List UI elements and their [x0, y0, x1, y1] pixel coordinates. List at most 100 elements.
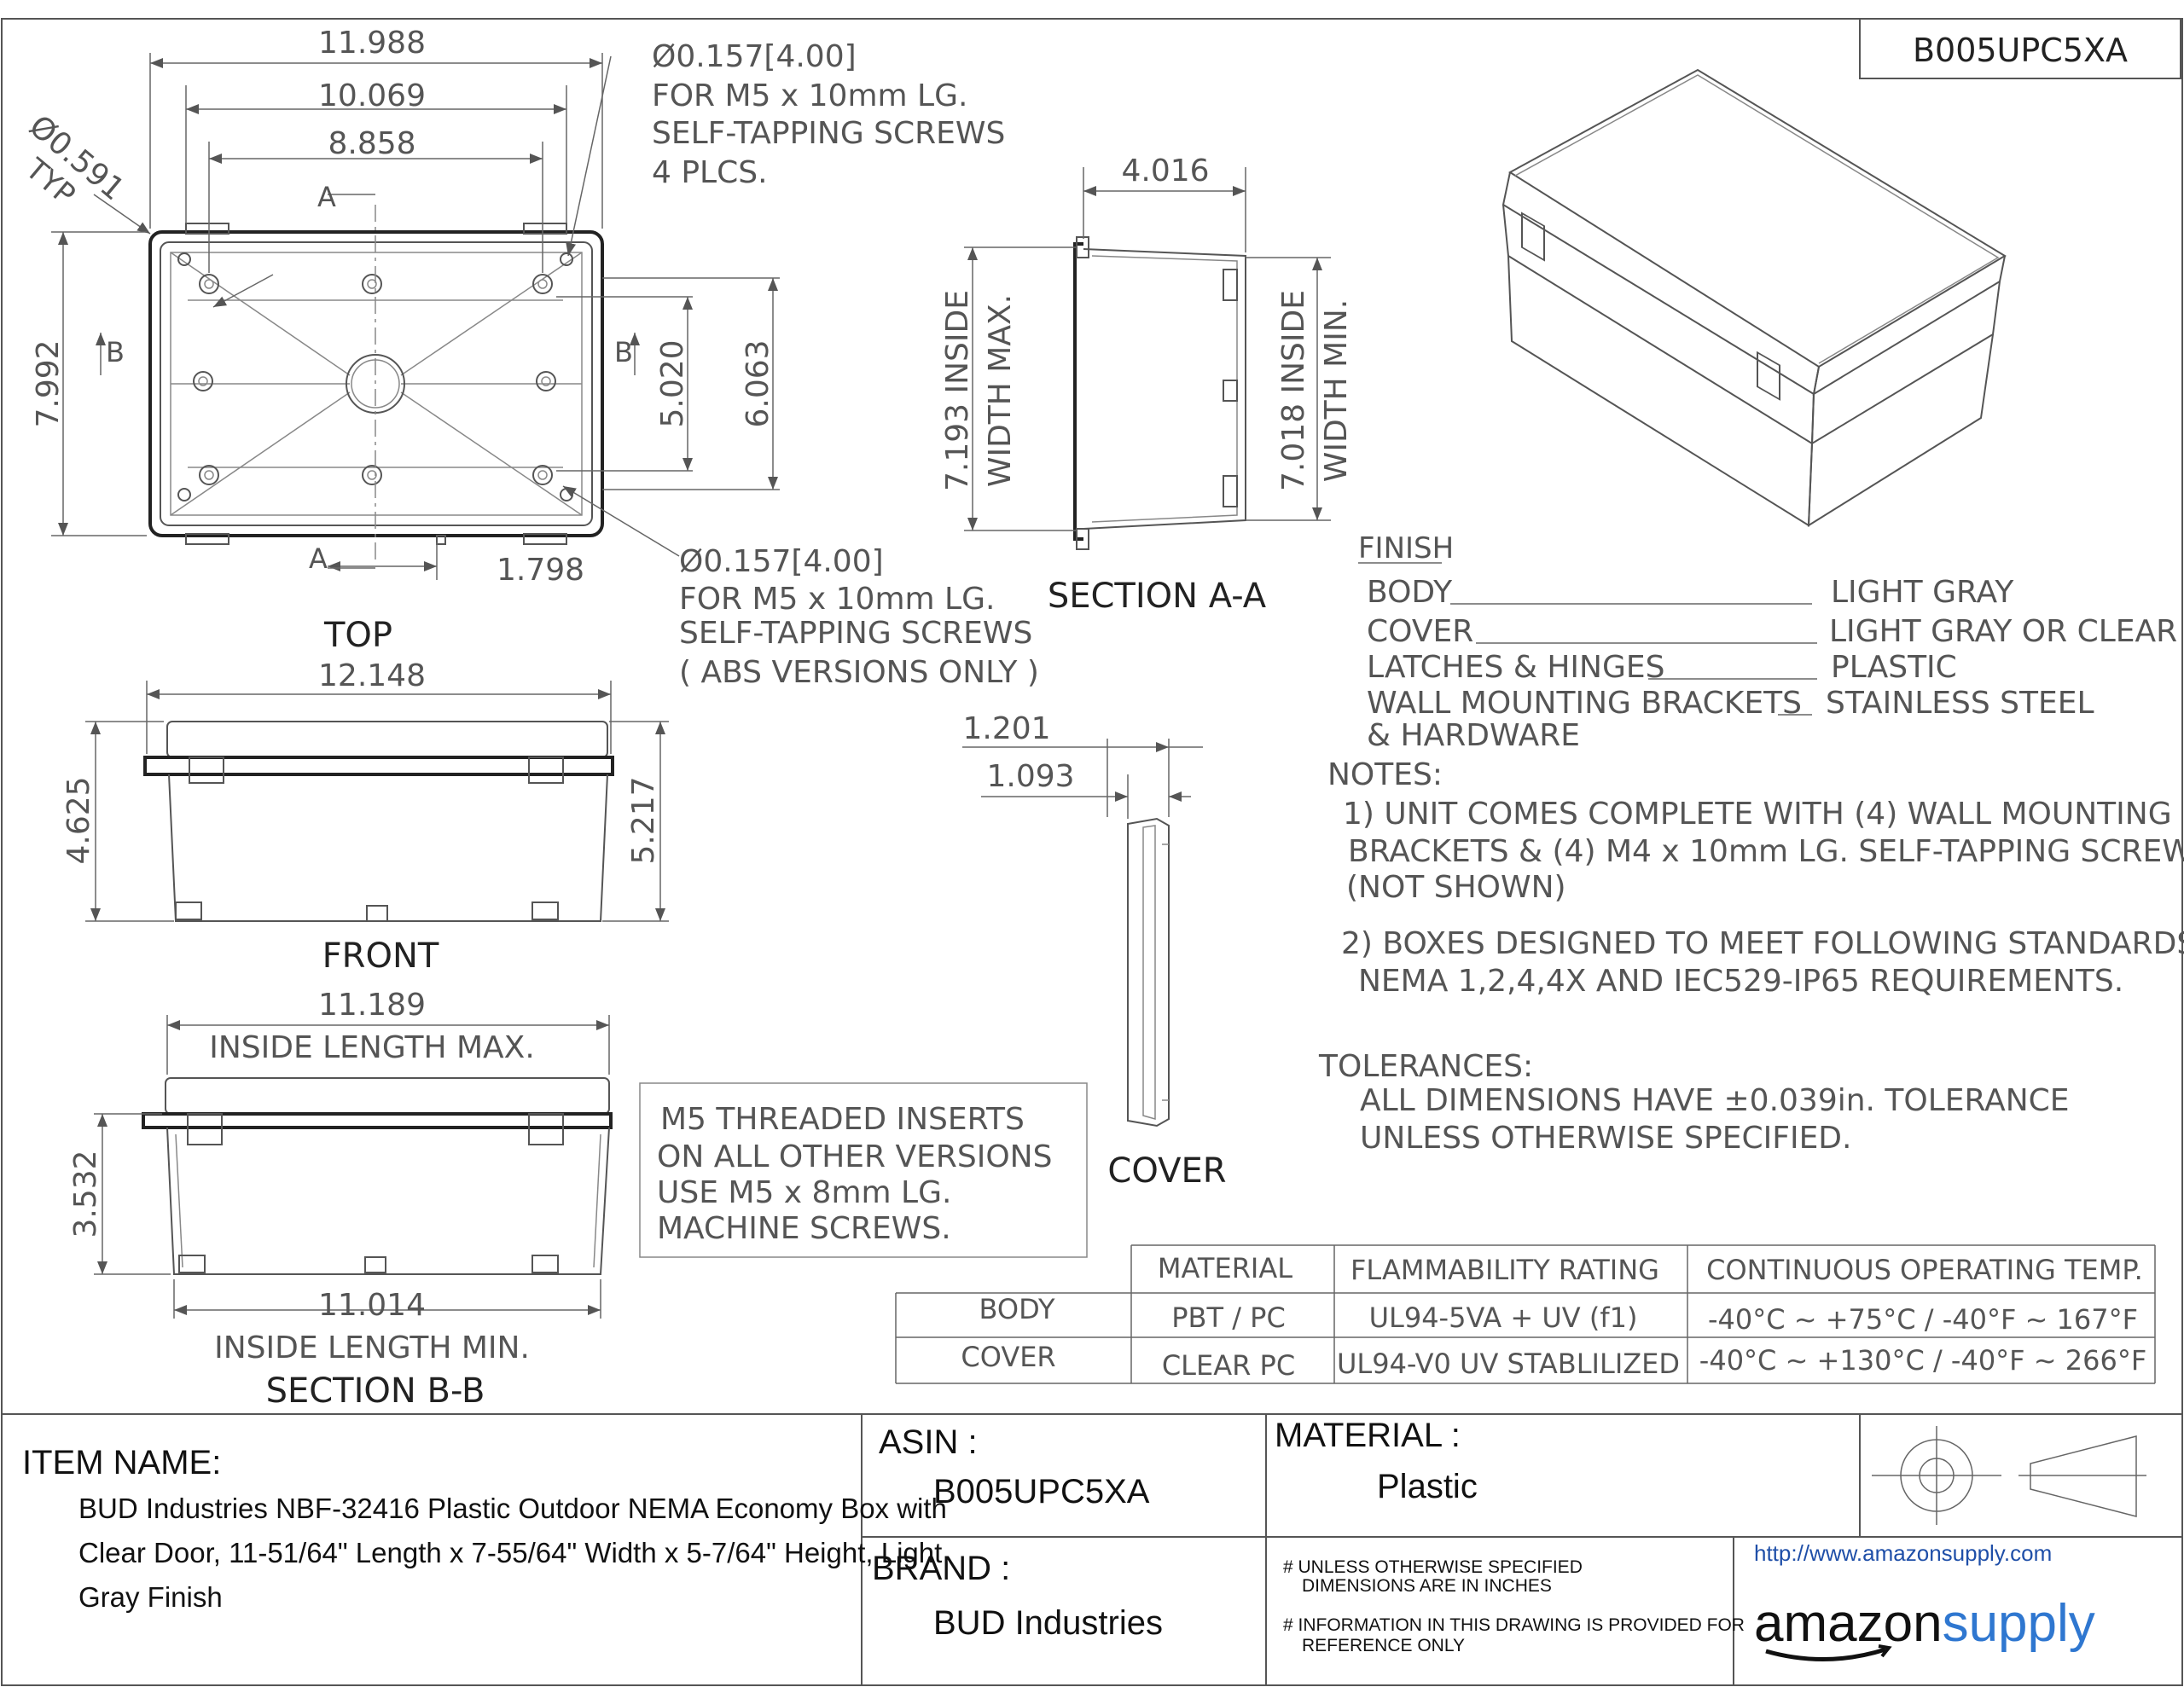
insert-note-line-2: ON ALL OTHER VERSIONS — [657, 1139, 1052, 1174]
section-mark-b-right: B — [614, 336, 633, 368]
section-bb-dimensions: 11.189 INSIDE LENGTH MAX. 11.014 INSIDE … — [68, 988, 610, 1365]
dim-11-189: 11.189 — [318, 988, 426, 1023]
amazonsupply-logo: amazonsupply — [1754, 1594, 2095, 1662]
brand-label: BRAND : — [872, 1550, 1010, 1587]
info-line-2: REFERENCE ONLY — [1302, 1636, 1465, 1655]
dim-7-193-line-1: 7.193 INSIDE — [940, 290, 975, 491]
table-body-rating: UL94-5VA + UV (f1) — [1369, 1301, 1638, 1334]
top-view-dimensions: 11.988 10.069 8.858 Ø0.591 TYP 7.992 5.0… — [18, 26, 780, 588]
svg-text:amazonsupply: amazonsupply — [1754, 1594, 2095, 1653]
item-name-line-3: Gray Finish — [78, 1581, 223, 1613]
top-note-line-4: 4 PLCS. — [652, 155, 768, 190]
section-mark-a-bottom: A — [309, 542, 328, 575]
section-bb-view — [142, 1077, 613, 1275]
dim-7-193-line-2: WIDTH MAX. — [983, 294, 1018, 487]
finish-latches-value: PLASTIC — [1831, 650, 1957, 685]
note-1-line-1: 1) UNIT COMES COMPLETE WITH (4) WALL MOU… — [1343, 797, 2172, 832]
dim-7-018-line-1: 7.018 INSIDE — [1276, 290, 1311, 491]
logo-supply: supply — [1943, 1594, 2095, 1653]
unless-line-1: # UNLESS OTHERWISE SPECIFIED — [1283, 1557, 1583, 1577]
finish-cover-item: COVER — [1367, 614, 1473, 649]
finish-brackets-value: STAINLESS STEEL — [1826, 686, 2094, 721]
top-screw-note: Ø0.157[4.00] FOR M5 x 10mm LG. SELF-TAPP… — [652, 39, 1005, 190]
bottom-note-line-2: FOR M5 x 10mm LG. — [679, 582, 995, 617]
tolerances-section: TOLERANCES: ALL DIMENSIONS HAVE ±0.039in… — [1318, 1049, 2070, 1156]
section-aa-dimensions: 4.016 7.193 INSIDE WIDTH MAX. 7.018 INSI… — [940, 154, 1354, 531]
finish-body-value: LIGHT GRAY — [1831, 575, 2014, 610]
finish-cover-value: LIGHT GRAY OR CLEAR — [1829, 614, 2177, 649]
dim-1-201: 1.201 — [962, 711, 1050, 746]
drawing-border — [1, 18, 2183, 1686]
bottom-note-line-1: Ø0.157[4.00] — [679, 544, 884, 579]
table-cover-rating: UL94-V0 UV STABLILIZED — [1337, 1348, 1680, 1380]
dim-1-093: 1.093 — [986, 759, 1074, 794]
note-1-line-2: BRACKETS & (4) M4 x 10mm LG. SELF-TAPPIN… — [1348, 834, 2184, 869]
table-header-flammability: FLAMMABILITY RATING — [1350, 1254, 1659, 1286]
section-mark-a-top: A — [317, 181, 336, 213]
dim-5-217: 5.217 — [626, 776, 661, 864]
insert-note-line-3: USE M5 x 8mm LG. — [657, 1175, 951, 1210]
finish-latches-item: LATCHES & HINGES — [1367, 650, 1664, 685]
unless-line-2: DIMENSIONS ARE IN INCHES — [1302, 1576, 1552, 1596]
dim-1-798: 1.798 — [497, 553, 584, 588]
table-body-temp: -40°C ~ +75°C / -40°F ~ 167°F — [1708, 1303, 2138, 1336]
section-mark-b-left: B — [106, 336, 125, 368]
dim-3-532: 3.532 — [68, 1150, 103, 1238]
table-header-temp: CONTINUOUS OPERATING TEMP. — [1706, 1254, 2143, 1286]
amazonsupply-url[interactable]: http://www.amazonsupply.com — [1754, 1540, 2052, 1566]
projection-symbol — [1872, 1426, 2146, 1525]
asin-value: B005UPC5XA — [933, 1473, 1150, 1510]
front-view — [143, 721, 614, 922]
material-table: MATERIAL FLAMMABILITY RATING CONTINUOUS … — [895, 1244, 2156, 1384]
item-name-line-2: Clear Door, 11-51/64" Length x 7-55/64" … — [78, 1537, 942, 1568]
table-body-material: PBT / PC — [1171, 1301, 1286, 1334]
dim-11-988: 11.988 — [318, 26, 426, 61]
section-aa-label: SECTION A-A — [1048, 577, 1267, 616]
material-label: MATERIAL : — [1275, 1417, 1461, 1454]
dim-8-858: 8.858 — [328, 126, 415, 161]
table-cover-material: CLEAR PC — [1162, 1349, 1295, 1382]
tolerances-heading: TOLERANCES: — [1318, 1049, 1533, 1084]
logo-amazon: amazon — [1754, 1594, 1943, 1653]
table-cover-part: COVER — [961, 1341, 1055, 1373]
top-note-line-2: FOR M5 x 10mm LG. — [652, 78, 967, 113]
dim-4-016: 4.016 — [1121, 154, 1209, 188]
tolerances-line-2: UNLESS OTHERWISE SPECIFIED. — [1360, 1121, 1851, 1156]
notes-heading: NOTES: — [1327, 757, 1443, 792]
dim-4-625: 4.625 — [61, 776, 96, 864]
table-cover-temp: -40°C ~ +130°C / -40°F ~ 266°F — [1699, 1344, 2146, 1377]
notes-section: NOTES: 1) UNIT COMES COMPLETE WITH (4) W… — [1327, 757, 2184, 999]
note-2-line-1: 2) BOXES DESIGNED TO MEET FOLLOWING STAN… — [1341, 926, 2184, 961]
note-1-line-3: (NOT SHOWN) — [1346, 870, 1566, 905]
dim-7-018-line-2: WIDTH MIN. — [1319, 299, 1354, 483]
finish-heading: FINISH — [1358, 531, 1454, 565]
material-value: Plastic — [1377, 1468, 1478, 1505]
cover-view-label: COVER — [1107, 1151, 1226, 1191]
item-name-label: ITEM NAME: — [22, 1444, 221, 1481]
table-body-part: BODY — [979, 1293, 1054, 1325]
isometric-view — [1502, 68, 2007, 527]
part-number-box: B005UPC5XA — [1859, 18, 2181, 79]
insert-note-box: M5 THREADED INSERTS ON ALL OTHER VERSION… — [639, 1082, 1088, 1258]
dim-10-069: 10.069 — [318, 78, 426, 113]
section-bb-label: SECTION B-B — [266, 1371, 485, 1411]
bottom-screw-note: Ø0.157[4.00] FOR M5 x 10mm LG. SELF-TAPP… — [679, 544, 1039, 690]
dim-11-014: 11.014 — [318, 1288, 426, 1323]
dim-12-148: 12.148 — [318, 658, 426, 693]
front-view-label: FRONT — [322, 936, 439, 976]
dim-inside-length-max: INSIDE LENGTH MAX. — [209, 1030, 535, 1065]
front-view-dimensions: 12.148 4.625 5.217 — [61, 658, 669, 922]
cover-view — [1127, 817, 1170, 1128]
top-view-label: TOP — [323, 616, 392, 655]
insert-note-line-1: M5 THREADED INSERTS — [660, 1102, 1025, 1137]
asin-label: ASIN : — [879, 1423, 978, 1461]
finish-section: FINISH BODY LIGHT GRAY COVER LIGHT GRAY … — [1358, 531, 2177, 753]
note-2-line-2: NEMA 1,2,4,4X AND IEC529-IP65 REQUIREMEN… — [1358, 964, 2123, 999]
top-note-line-1: Ø0.157[4.00] — [652, 39, 857, 74]
finish-brackets-item: WALL MOUNTING BRACKETS — [1367, 686, 1802, 721]
finish-hardware-line: & HARDWARE — [1367, 718, 1580, 753]
finish-body-item: BODY — [1367, 575, 1453, 610]
top-view — [148, 223, 604, 545]
part-number: B005UPC5XA — [1913, 32, 2128, 69]
